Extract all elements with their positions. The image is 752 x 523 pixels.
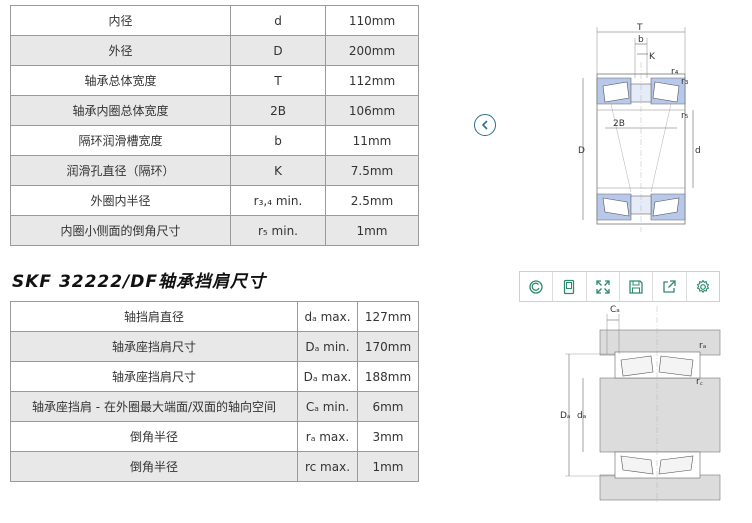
row-value: 2.5mm: [325, 185, 419, 216]
table-row: 内圈小侧面的倒角尺寸 r₅ min. 1mm: [10, 215, 419, 246]
save-icon: [629, 279, 643, 294]
settings-button[interactable]: [687, 272, 719, 301]
row-value: 1mm: [325, 215, 419, 246]
row-symbol: 2B: [230, 95, 326, 126]
save-button[interactable]: [620, 272, 654, 301]
row-label: 轴挡肩直径: [10, 301, 298, 332]
label-2B: 2B: [613, 119, 625, 129]
abutment-dimensions-table: 轴挡肩直径 dₐ max. 127mm 轴承座挡肩尺寸 Dₐ min. 170m…: [10, 301, 419, 482]
label-r4: r₄: [671, 67, 679, 77]
row-symbol: D: [230, 35, 326, 66]
row-symbol: T: [230, 65, 326, 96]
row-value: 200mm: [325, 35, 419, 66]
section-title: SKF 32222/DF轴承挡肩尺寸: [12, 272, 267, 292]
label-D: D: [578, 146, 585, 156]
row-value: 7.5mm: [325, 155, 419, 186]
share-icon: [663, 279, 677, 293]
prev-image-button[interactable]: [474, 114, 496, 136]
label-rc: r꜀: [696, 377, 703, 387]
label-da: dₐ: [577, 411, 586, 421]
table-row: 轴承总体宽度 T 112mm: [10, 65, 419, 96]
row-symbol: K: [230, 155, 326, 186]
expand-icon: [596, 279, 610, 294]
label-Ca: Cₐ: [610, 305, 620, 315]
image-toolbar: [519, 271, 720, 302]
row-label: 倒角半径: [10, 451, 298, 482]
row-symbol: Dₐ min.: [297, 331, 358, 362]
label-T: T: [636, 23, 643, 33]
row-value: 11mm: [325, 125, 419, 156]
row-symbol: r₃,₄ min.: [230, 185, 326, 216]
row-label: 倒角半径: [10, 421, 298, 452]
row-value: 110mm: [325, 5, 419, 36]
refresh-button[interactable]: [520, 272, 554, 301]
row-value: 6mm: [357, 391, 419, 422]
label-b: b: [638, 35, 644, 45]
table-row: 外径 D 200mm: [10, 35, 419, 66]
row-label: 内圈小侧面的倒角尺寸: [10, 215, 231, 246]
row-label: 润滑孔直径（隔环）: [10, 155, 231, 186]
row-symbol: dₐ max.: [297, 301, 358, 332]
row-symbol: Dₐ max.: [297, 361, 358, 392]
abutment-diagram: Cₐ rₐ r꜀ Dₐ dₐ: [560, 305, 721, 504]
table-row: 轴挡肩直径 dₐ max. 127mm: [10, 301, 419, 332]
row-value: 1mm: [357, 451, 419, 482]
row-label: 轴承座挡肩 - 在外圈最大端面/双面的轴向空间: [10, 391, 298, 422]
bearing-dimensions-diagram: T b K 2B D d r₄ r₃ r₅: [578, 23, 701, 232]
label-d: d: [695, 146, 701, 156]
table-row: 倒角半径 rₐ max. 3mm: [10, 421, 419, 452]
share-button[interactable]: [653, 272, 687, 301]
row-value: 127mm: [357, 301, 419, 332]
row-value: 188mm: [357, 361, 419, 392]
tablet-icon: [564, 279, 575, 294]
table-row: 轴承内圈总体宽度 2B 106mm: [10, 95, 419, 126]
row-label: 轴承座挡肩尺寸: [10, 331, 298, 362]
label-Da: Dₐ: [560, 411, 570, 421]
row-value: 106mm: [325, 95, 419, 126]
fullscreen-button[interactable]: [587, 272, 620, 301]
gear-icon: [696, 279, 709, 293]
row-label: 轴承内圈总体宽度: [10, 95, 231, 126]
view-button[interactable]: [553, 272, 587, 301]
table-row: 外圈内半径 r₃,₄ min. 2.5mm: [10, 185, 419, 216]
row-symbol: r₅ min.: [230, 215, 326, 246]
label-ra: rₐ: [699, 341, 706, 351]
table-row: 倒角半径 rc max. 1mm: [10, 451, 419, 482]
dimensions-table: 内径 d 110mm 外径 D 200mm 轴承总体宽度 T 112mm 轴承内…: [10, 5, 419, 246]
label-r5: r₅: [681, 111, 689, 121]
row-symbol: rₐ max.: [297, 421, 358, 452]
row-symbol: d: [230, 5, 326, 36]
row-value: 3mm: [357, 421, 419, 452]
row-symbol: rc max.: [297, 451, 358, 482]
row-label: 外圈内半径: [10, 185, 231, 216]
row-label: 轴承总体宽度: [10, 65, 231, 96]
label-K: K: [649, 52, 656, 62]
label-r3: r₃: [681, 77, 689, 87]
row-label: 内径: [10, 5, 231, 36]
refresh-icon: [529, 279, 543, 294]
chevron-left-icon: [482, 120, 488, 130]
row-symbol: Cₐ min.: [297, 391, 358, 422]
row-label: 隔环润滑槽宽度: [10, 125, 231, 156]
table-row: 轴承座挡肩尺寸 Dₐ max. 188mm: [10, 361, 419, 392]
row-symbol: b: [230, 125, 326, 156]
row-label: 外径: [10, 35, 231, 66]
table-row: 润滑孔直径（隔环） K 7.5mm: [10, 155, 419, 186]
table-row: 轴承座挡肩 - 在外圈最大端面/双面的轴向空间 Cₐ min. 6mm: [10, 391, 419, 422]
row-value: 112mm: [325, 65, 419, 96]
table-row: 内径 d 110mm: [10, 5, 419, 36]
table-row: 轴承座挡肩尺寸 Dₐ min. 170mm: [10, 331, 419, 362]
table-row: 隔环润滑槽宽度 b 11mm: [10, 125, 419, 156]
row-value: 170mm: [357, 331, 419, 362]
row-label: 轴承座挡肩尺寸: [10, 361, 298, 392]
